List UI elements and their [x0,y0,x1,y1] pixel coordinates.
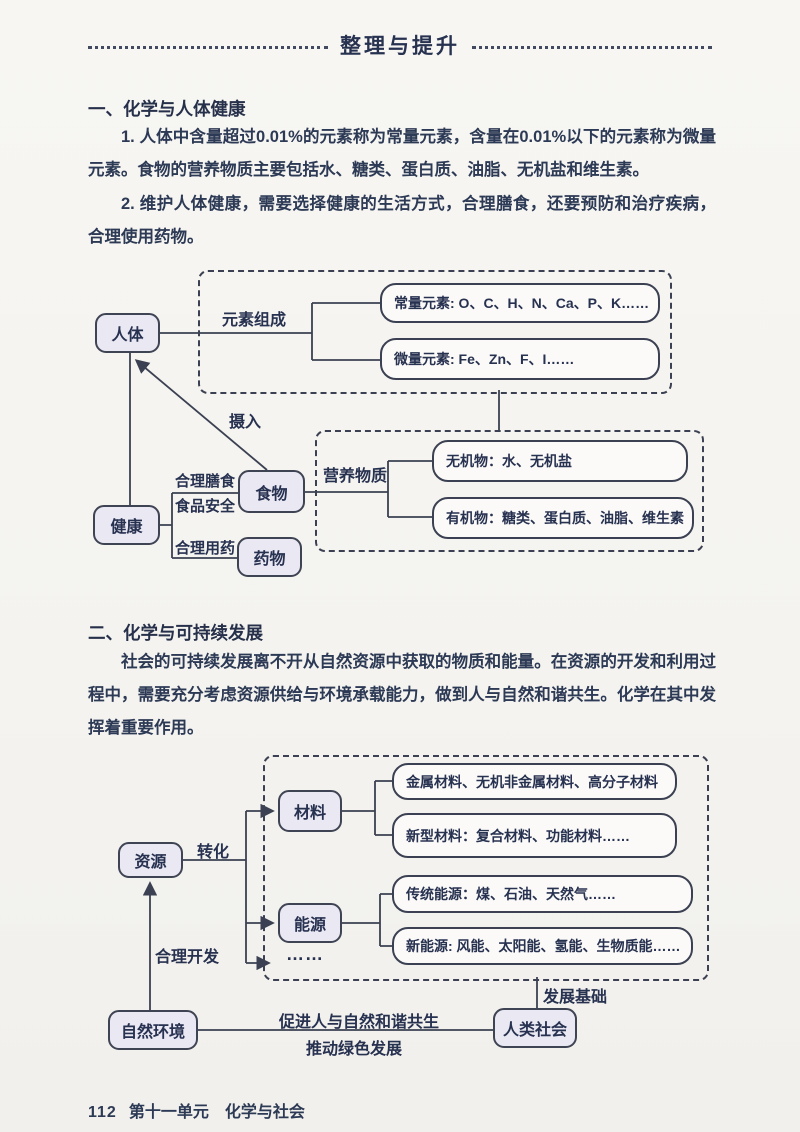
section1-heading: 一、化学与人体健康 [88,99,246,119]
section1-paragraph-2: 2. 维护人体健康，需要选择健康的生活方式，合理膳食，还要预防和治疗疾病，合理使… [88,195,716,246]
edge-label-intake: 摄入 [229,414,262,431]
page-title: 整理与提升 [340,35,460,58]
node-energy: 能源 [278,903,342,943]
group-resources-dashed-box [263,755,709,981]
leaf-new-materials: 新型材料：复合材料、功能材料…… [392,813,677,858]
footer-unit-label: 第十一单元 [128,1104,209,1121]
node-resources: 资源 [118,842,183,878]
footer-book-section: 化学与社会 [224,1104,305,1121]
node-materials: 材料 [278,790,342,832]
edge-label-nutrients: 营养物质 [323,468,388,485]
section1-paragraph-1: 1. 人体中含量超过0.01%的元素称为常量元素，含量在0.01%以下的元素称为… [88,128,716,179]
footer-page-number: 112 [88,1104,117,1121]
section2-heading: 二、化学与可持续发展 [88,623,263,643]
leaf-metal-materials: 金属材料、无机非金属材料、高分子材料 [392,763,677,800]
leaf-trace-elements: 微量元素: Fe、Zn、F、I…… [380,338,660,380]
node-natural-environment: 自然环境 [108,1010,198,1050]
edge-label-green-development: 推动绿色发展 [306,1041,403,1058]
edge-label-development-basis: 发展基础 [543,989,608,1006]
edge-label-transform: 转化 [197,844,230,861]
node-medicine: 药物 [237,537,302,577]
edge-label-rational-development: 合理开发 [155,949,220,966]
node-human-society: 人类社会 [493,1008,577,1048]
edge-label-ellipsis: …… [286,944,324,964]
leaf-inorganic: 无机物：水、无机盐 [432,440,688,482]
header-rule-left [88,46,328,49]
edge-label-promote-harmony: 促进人与自然和谐共生 [279,1014,440,1031]
leaf-new-energy: 新能源: 风能、太阳能、氢能、生物质能…… [392,927,693,965]
edge-label-balanced-diet: 合理膳食 [175,473,236,490]
node-human-body: 人体 [95,313,160,353]
page-footer: 112 第十一单元化学与社会 [88,1098,305,1122]
leaf-major-elements: 常量元素: O、C、H、N、Ca、P、K…… [380,283,660,323]
leaf-organic: 有机物：糖类、蛋白质、油脂、维生素 [432,497,694,539]
header-rule-right [472,46,712,49]
section2-paragraph-1: 社会的可持续发展离不开从自然资源中获取的物质和能量。在资源的开发和利用过程中，需… [88,653,716,737]
leaf-traditional-energy: 传统能源：煤、石油、天然气…… [392,875,693,913]
node-health: 健康 [93,505,160,545]
edge-label-element-composition: 元素组成 [222,312,287,329]
node-food: 食物 [238,470,305,513]
edge-label-rational-medication: 合理用药 [175,540,236,557]
edge-label-food-safety: 食品安全 [175,498,236,515]
